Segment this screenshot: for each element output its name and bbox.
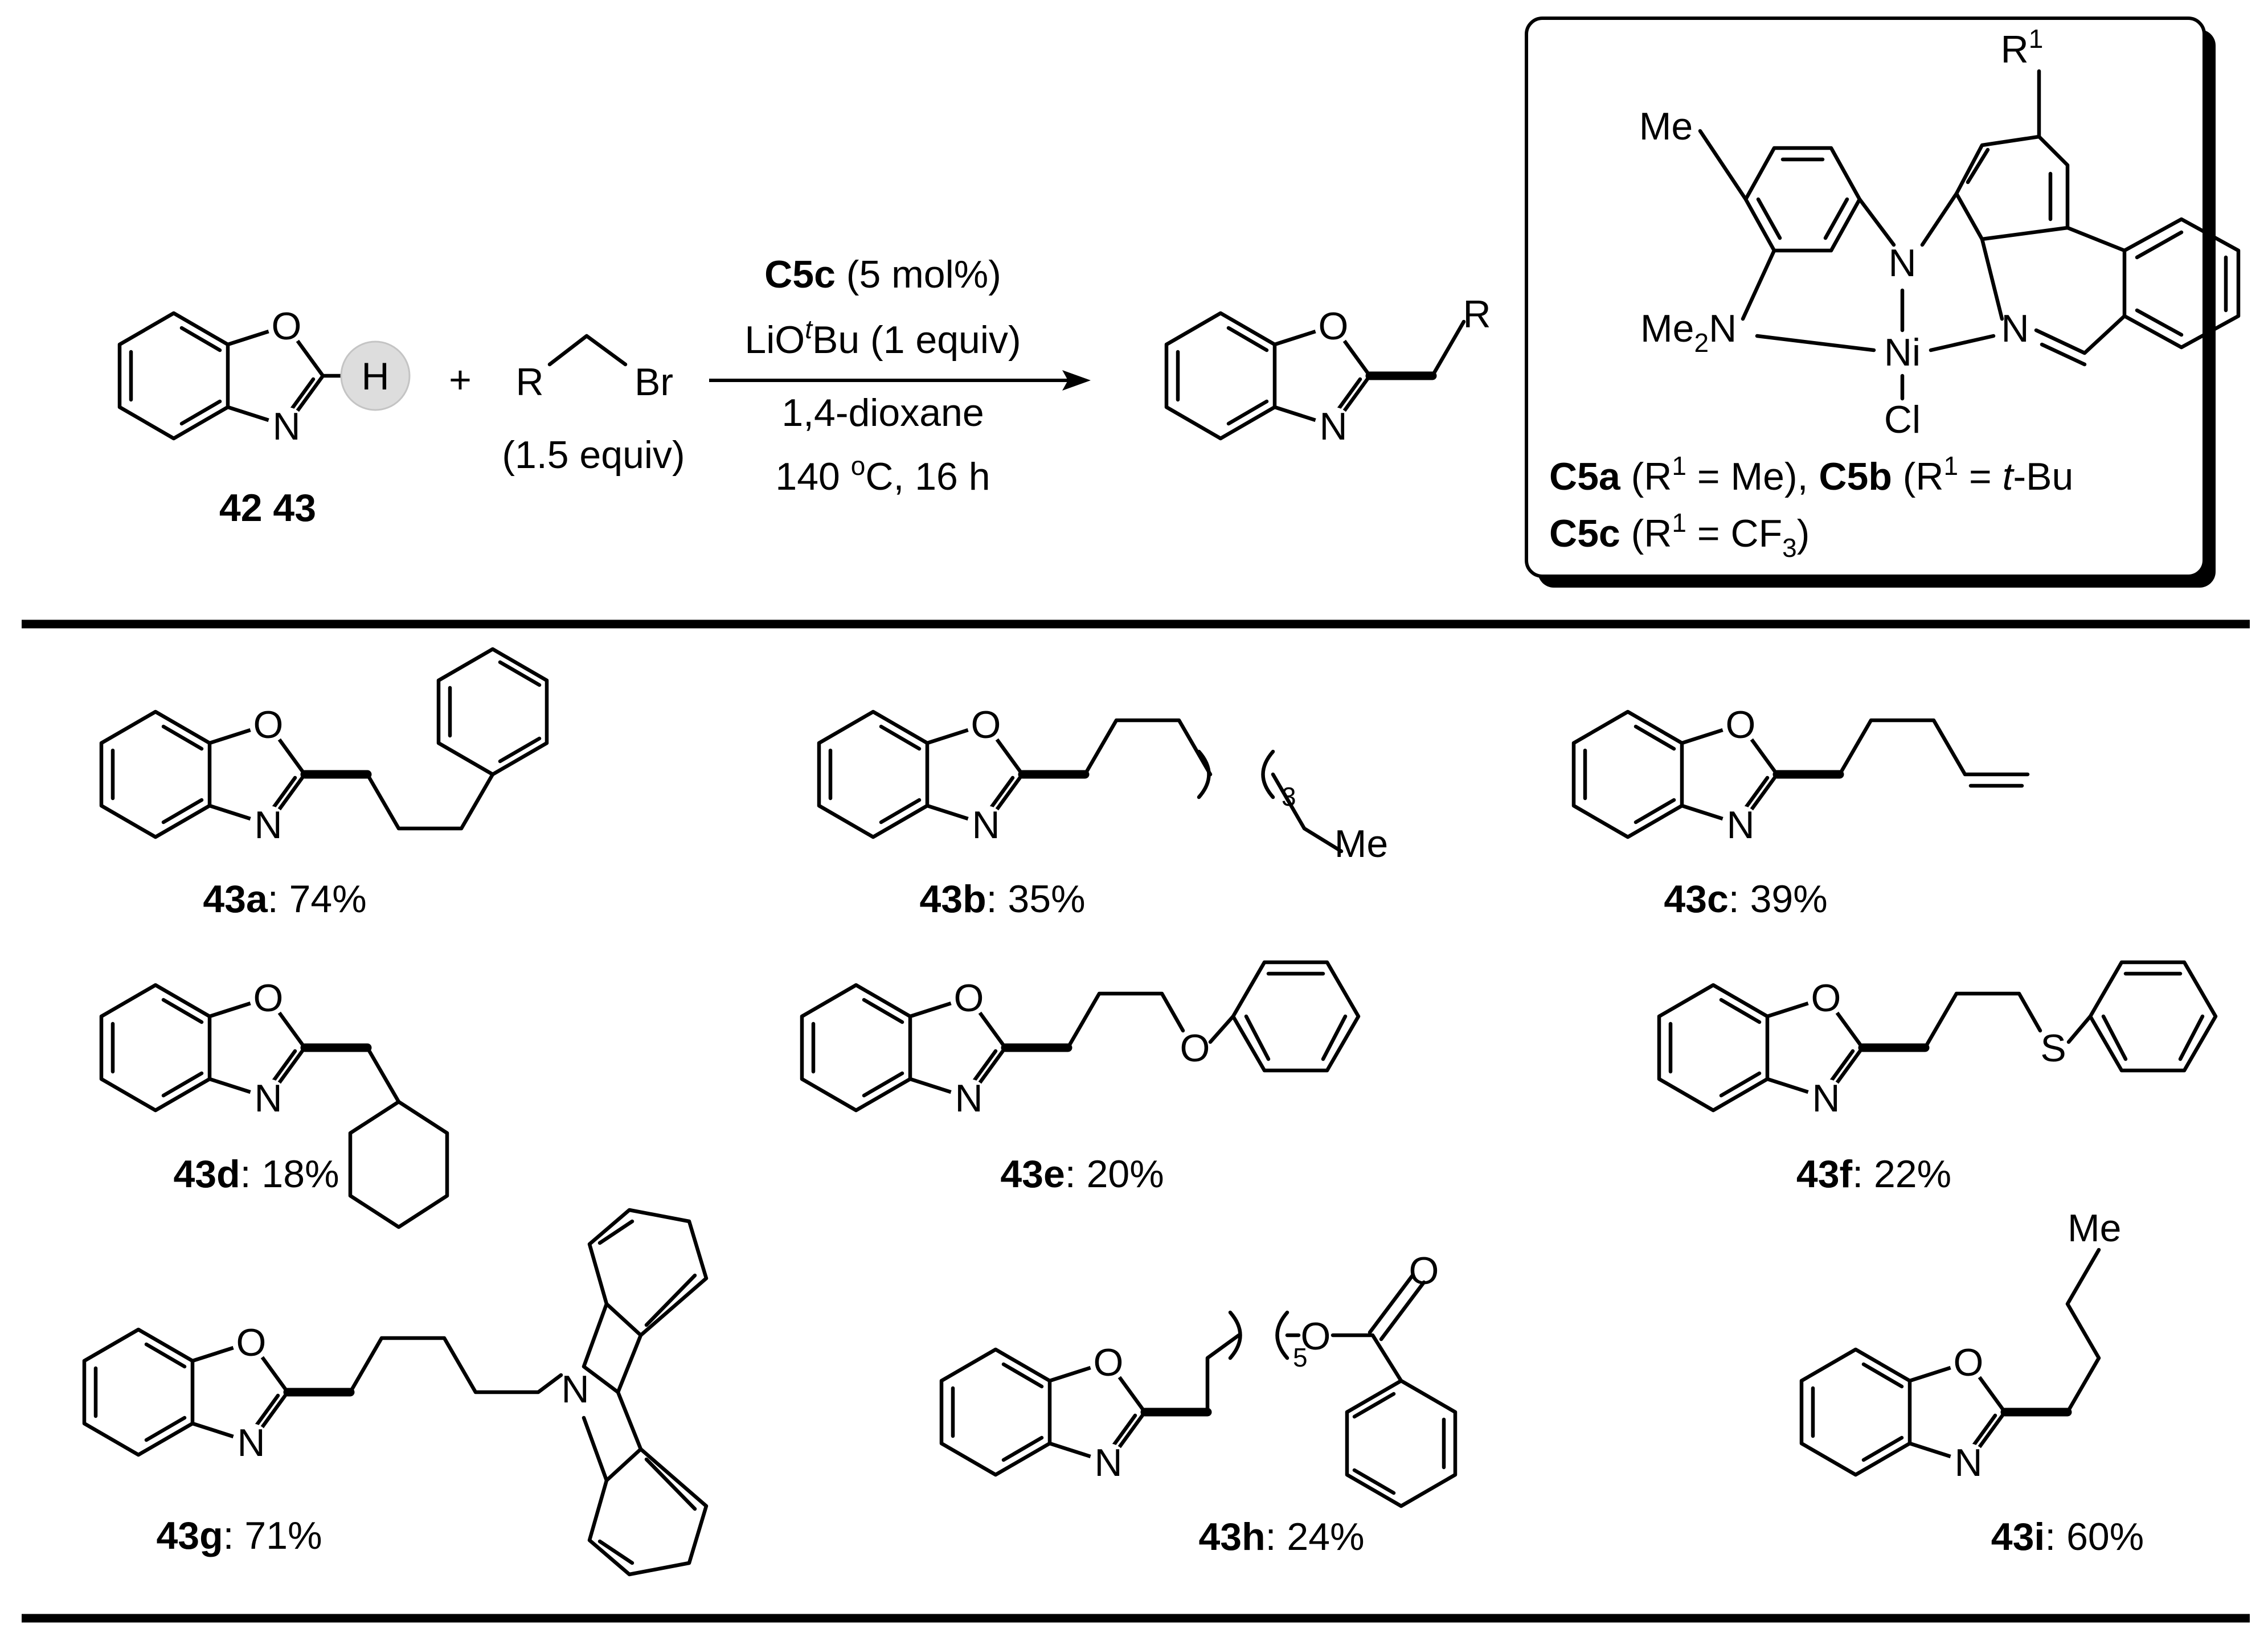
svg-text:43c: 39%: 43c: 39% bbox=[1664, 877, 1827, 921]
svg-text:O: O bbox=[1409, 1249, 1439, 1293]
svg-text:N: N bbox=[561, 1368, 589, 1411]
nickel-atom: Ni bbox=[1884, 331, 1921, 374]
svg-text:140 oC, 16 h: 140 oC, 16 h bbox=[775, 451, 990, 498]
reaction-conditions: C5c (5 mol%) LiOtBu (1 equiv) 1,4-dioxan… bbox=[744, 253, 1021, 498]
product-43a bbox=[101, 649, 547, 847]
svg-text:O: O bbox=[1180, 1027, 1210, 1070]
svg-text:43d: 18%: 43d: 18% bbox=[173, 1152, 339, 1196]
product-43d bbox=[101, 977, 449, 1229]
svg-text:S: S bbox=[2040, 1027, 2066, 1070]
plus-sign: + bbox=[449, 358, 472, 401]
svg-text:C5c (5 mol%): C5c (5 mol%) bbox=[764, 253, 1001, 296]
product-43c bbox=[1574, 703, 2030, 847]
catalyst-caption-1: C5a (R1 = Me), C5b (R1 = t-Bu bbox=[1549, 451, 2073, 498]
product-43f: S bbox=[1659, 962, 2216, 1120]
product-43g: N bbox=[84, 1208, 709, 1577]
svg-text:1,4-dioxane: 1,4-dioxane bbox=[781, 391, 984, 434]
svg-text:O: O bbox=[1301, 1315, 1331, 1358]
product-43b: 3 Me bbox=[819, 703, 1388, 865]
svg-text:43a: 74%: 43a: 74% bbox=[203, 877, 366, 921]
starting-benzoxazole: H bbox=[120, 305, 411, 448]
product-r: R bbox=[1463, 293, 1491, 336]
svg-text:LiOtBu (1 equiv): LiOtBu (1 equiv) bbox=[744, 314, 1021, 362]
substrate-label: 42 43 bbox=[219, 486, 316, 530]
svg-text:43i: 60%: 43i: 60% bbox=[1991, 1515, 2144, 1558]
amide-n: N bbox=[1888, 241, 1916, 285]
catalyst-box: Me N Me2N Ni Cl R1 N C5a (R1 = bbox=[1525, 17, 2241, 588]
hydrogen-highlight-ball bbox=[340, 340, 411, 411]
reagent-r: R bbox=[515, 360, 543, 404]
alkyl-bromide-reagent: R Br (1.5 equiv) bbox=[502, 334, 685, 477]
svg-text:43b: 35%: 43b: 35% bbox=[919, 877, 1085, 921]
repeat-count-5: 5 bbox=[1293, 1343, 1308, 1372]
catalyst-caption-2: C5c (R1 = CF3) bbox=[1549, 508, 1810, 563]
product-43e: O bbox=[802, 962, 1358, 1120]
product-benzoxazole: R bbox=[1166, 293, 1491, 448]
svg-text:43g: 71%: 43g: 71% bbox=[156, 1514, 322, 1557]
methyl-label: Me bbox=[1639, 105, 1693, 148]
svg-text:R1: R1 bbox=[2001, 24, 2044, 71]
imine-n: N bbox=[2001, 307, 2029, 350]
hydrogen-atom: H bbox=[361, 355, 389, 398]
repeat-count-3: 3 bbox=[1282, 782, 1296, 811]
svg-text:Me2N: Me2N bbox=[1640, 307, 1737, 358]
product-43h: 5 O O bbox=[941, 1249, 1455, 1506]
reaction-arrow bbox=[709, 370, 1091, 391]
product-43i: Me bbox=[1802, 1207, 2121, 1484]
svg-text:43h: 24%: 43h: 24% bbox=[1198, 1515, 1364, 1558]
reagent-equiv: (1.5 equiv) bbox=[502, 433, 685, 477]
svg-text:Me: Me bbox=[2068, 1207, 2121, 1250]
svg-text:43f: 22%: 43f: 22% bbox=[1796, 1152, 1951, 1196]
svg-text:Me: Me bbox=[1334, 822, 1388, 865]
reagent-br: Br bbox=[634, 360, 673, 404]
chloride-atom: Cl bbox=[1884, 398, 1921, 441]
svg-text:43e: 20%: 43e: 20% bbox=[1000, 1152, 1164, 1196]
